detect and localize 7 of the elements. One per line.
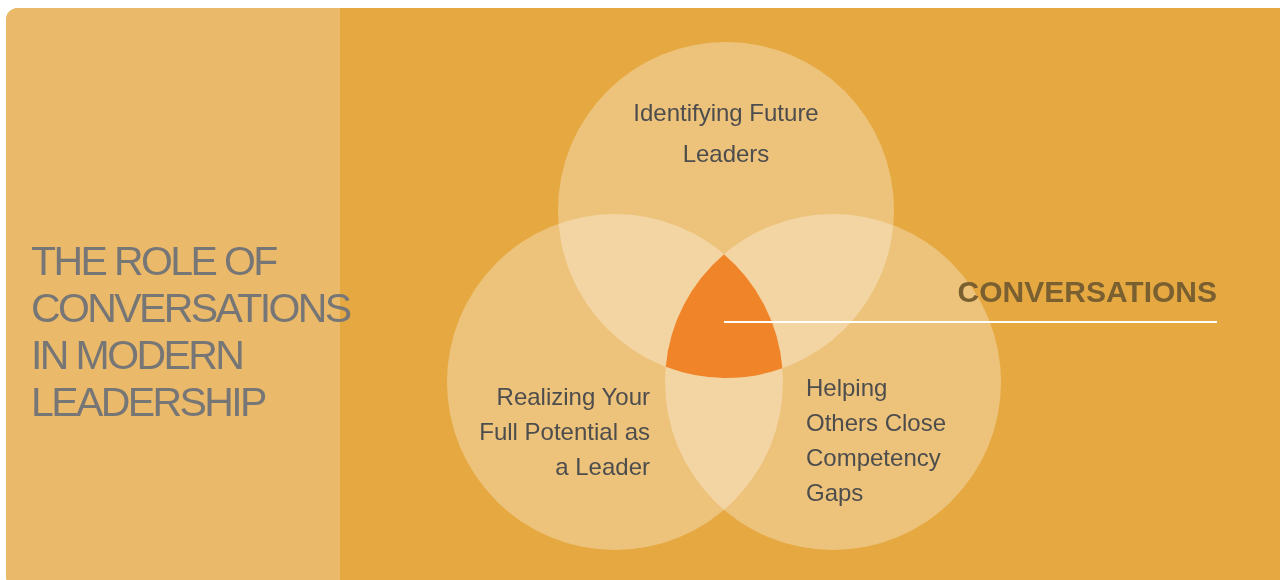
overlap-shape xyxy=(665,254,783,378)
heading-label: CONVERSATIONS xyxy=(880,275,1217,309)
leader-line xyxy=(723,321,1218,323)
circle-label: Helping Others Close Competency Gaps xyxy=(806,373,948,508)
circle-label: Realizing Your Full Potential as a Leader xyxy=(478,382,650,482)
title: THE ROLE OF CONVERSATIONS IN MODERN LEADERSHIP xyxy=(31,238,351,426)
circle-label: Identifying Future Leaders xyxy=(632,98,820,169)
